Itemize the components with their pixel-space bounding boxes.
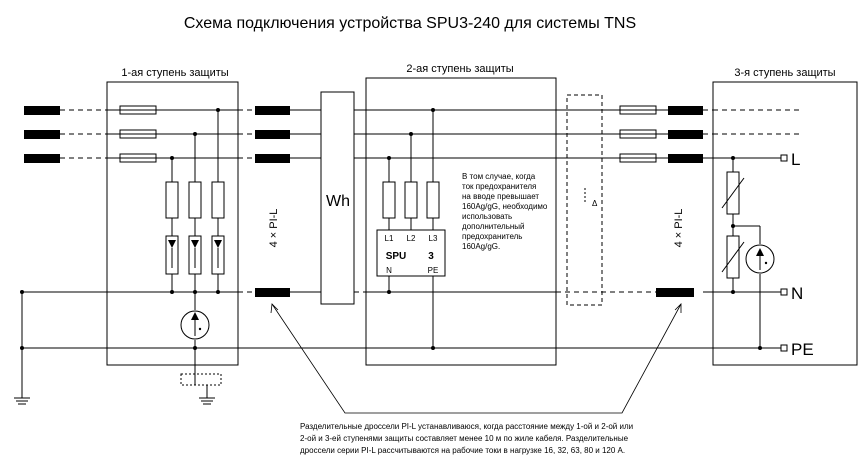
spu-title: SPU [386, 251, 407, 262]
footnote-line: дроссели серии PI-L рассчитываются на ра… [300, 446, 625, 455]
output-terminals [780, 154, 788, 352]
delta-symbol: Δ [592, 199, 598, 208]
stage-3-marks [731, 156, 768, 350]
stage-1-box [106, 81, 239, 366]
spu-pin-pe: PE [428, 266, 439, 275]
stage-1-arrester-lines [171, 248, 219, 336]
fuse-note-line: 160Ag/gG, необходимо [462, 202, 548, 211]
stage-3-label: 3-я ступень защиты [734, 67, 835, 79]
fuse-note-line: ток предохранителя [462, 182, 536, 191]
footnote-leaders [271, 303, 682, 414]
terminal-pe-label: PE [791, 340, 814, 359]
choke-label-left: 4 × PI-L [268, 209, 280, 248]
fuse-note-line: использовать [462, 212, 512, 221]
spu-pin-n: N [386, 266, 392, 275]
spu-pin-l1: L1 [385, 234, 394, 243]
footnote-line: 2-ой и 3-ей ступенями защиты составляет … [300, 434, 629, 443]
fuse-note-line: предохранитель [462, 232, 522, 241]
stage-1-arrester-marks [168, 240, 222, 331]
stage-2-label: 2-ая ступень защиты [406, 63, 513, 75]
spu-pin-l2: L2 [407, 234, 416, 243]
choke-label-right: 4 × PI-L [673, 209, 685, 248]
pil-chokes-right [656, 106, 703, 297]
meter-label: Wh [326, 193, 350, 210]
energy-meter [320, 91, 355, 305]
terminal-l-label: L [791, 150, 800, 169]
terminal-n-label: N [791, 284, 803, 303]
stage-2-box [365, 77, 557, 366]
input-chokes [24, 106, 60, 163]
pil-chokes-left [255, 106, 290, 297]
spu3-device [376, 110, 446, 348]
optional-fuse-box [566, 94, 603, 306]
stage-1-ground [14, 348, 222, 405]
spu-pin-l3: L3 [429, 234, 438, 243]
diagram-title: Схема подключения устройства SPU3-240 дл… [184, 15, 636, 32]
spu3-junctions [387, 108, 435, 350]
stage-3-protection [721, 158, 775, 348]
fuse-note-line: 160Ag/gG. [462, 242, 500, 251]
footnote-line: Разделительные дроссели PI-L устанавлива… [300, 422, 633, 431]
fuse-note-line: В том случае, когда [462, 172, 536, 181]
stage-1-label: 1-ая ступень защиты [121, 67, 228, 79]
fuse-note-line: дополнительный [462, 222, 525, 231]
spu-number: 3 [428, 251, 434, 262]
stage-3-line-fuses [619, 105, 657, 163]
fuse-note-line: на вводе превышает [462, 192, 539, 201]
stage-1-line-fuses [119, 105, 157, 163]
stage-3-box [712, 81, 858, 366]
fuse-note: В том случае, когда ток предохранителя н… [462, 172, 548, 251]
leader-arrowheads [270, 303, 682, 314]
